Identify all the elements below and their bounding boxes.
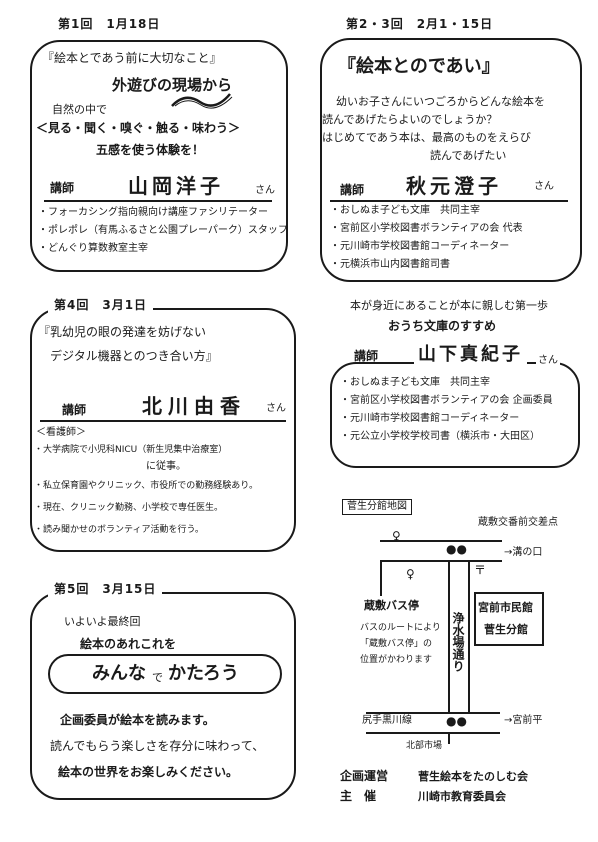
post-office-icon: 〒 [474, 563, 487, 577]
session-4-title-2: デジタル機器とのつき合い方』 [50, 349, 218, 363]
session-1-header: 第1回 1月18日 [52, 15, 167, 32]
session-5-callout-pill [48, 654, 282, 694]
session-5-big-1: みんな [92, 663, 146, 684]
session-4-lecturer-underline [40, 420, 286, 422]
session-23-title: 『絵本とのであい』 [338, 56, 500, 77]
map-title: 菅生分館地図 [342, 499, 412, 515]
session-1-line3: 五感を使う体験を！ [96, 143, 205, 157]
session-5-p3: 絵本の世界をお楽しみください。 [58, 765, 239, 779]
home-library-title: おうち文庫のすすめ [388, 319, 497, 333]
session-5-p1: 企画委員が絵本を読みます。 [60, 713, 215, 727]
session-23b-bio-1: ・おしぬま子ども文庫 共同主宰 [340, 377, 490, 388]
session-23b-bio-3: ・元川崎市学校図書館コーディネーター [340, 413, 520, 424]
map-road-upper [380, 540, 502, 542]
map-bus-note-1: バスのルートにより [360, 623, 441, 633]
session-23b-bio-4: ・元公立小学校学校司書（横浜市・大田区） [340, 431, 540, 442]
session-23-header: 第2・3回 2月1・15日 [340, 15, 500, 32]
map-bus-note-3: 位置がかわります [360, 655, 433, 665]
footer-org-label: 企画運営 [340, 769, 389, 783]
session-4-box [30, 308, 296, 552]
session-23-p3: はじめてであう本は、最高のものをえらび [322, 131, 531, 144]
session-5-box [30, 592, 296, 800]
map-avenue-left [448, 560, 450, 712]
session-1-lecturer-name: 山岡洋子 [128, 174, 224, 198]
map-miyamaedaira: →宮前平 [504, 715, 543, 726]
pin-icon-2: ♀ [406, 567, 415, 581]
pin-icon: ♀ [392, 529, 401, 543]
session-4-bio-3: ・現在、クリニック勤務、小学校で専任医生。 [34, 503, 224, 513]
session-1-lecturer-underline [44, 200, 272, 202]
session-5-line2: 絵本のあれこれを [80, 637, 177, 651]
footer-org: 菅生絵本をたのしむ会 [418, 770, 528, 783]
session-23-bio-4: ・元横浜市山内図書館司書 [330, 259, 450, 270]
session-23b-lecturer-label: 講師 [350, 350, 383, 362]
map-mizonokuchi: →溝の口 [504, 547, 543, 558]
map-lower-spur [448, 732, 450, 744]
session-5-line1: いよいよ最終回 [64, 615, 141, 628]
map-avenue-right [468, 560, 470, 712]
footer-host-label: 主催 [340, 789, 389, 803]
session-23b-bio-2: ・宮前区小学校図書ボランティアの会 企画委員 [340, 395, 553, 406]
session-23-lecturer-name: 秋元澄子 [406, 174, 502, 198]
session-4-lecturer-name: 北川由香 [142, 394, 246, 418]
session-4-lecturer-label: 講師 [62, 403, 87, 417]
map-road-lower-2 [366, 732, 500, 734]
session-4-title-1: 『乳幼児の眼の発達を妨げない [38, 325, 207, 339]
session-23-bio-2: ・宮前区小学校図書ボランティアの会 代表 [330, 223, 523, 234]
session-1-bio-3: ・どんぐり算数教室主宰 [38, 243, 148, 254]
map-road-upper-2 [380, 560, 502, 562]
session-5-p2: 読んでもらう楽しさを存分に味わって、 [50, 739, 265, 753]
map-kura-intersection: 蔵敷交番前交差点 [478, 517, 558, 528]
session-1-san: さん [255, 185, 275, 196]
session-5-big-3: かたろう [168, 663, 239, 684]
session-1-bio-1: ・フォーカシング指向親向け講座ファシリテーター [38, 207, 268, 218]
signal-icon-2: ●● [446, 714, 467, 728]
session-23-san: さん [534, 181, 554, 192]
snake-doodle-icon [171, 93, 233, 109]
session-1-box [30, 40, 288, 272]
map-building-line1: 宮前市民館 [478, 601, 533, 614]
map-north-market: 北部市場 [406, 741, 443, 751]
session-1-subtitle: 外遊びの現場から [112, 76, 233, 94]
session-5-big-2: で [152, 671, 163, 684]
session-4-bio-1b: に従事。 [146, 461, 186, 472]
map-library-building [474, 592, 544, 646]
map-bus-note-2: 「蔵敷バス停」の [360, 639, 433, 649]
home-library-tagline: 本が身近にあることが本に親しむ第一歩 [350, 299, 548, 312]
map-side-road [380, 560, 382, 596]
session-1-lecturer-label: 講師 [50, 181, 75, 195]
session-23-p1: 幼いお子さんにいつごろからどんな絵本を [336, 95, 545, 108]
session-4-bio-1: ・大学病院で小児科NICU（新生児集中治療室） [34, 445, 228, 455]
signal-icon: ●● [446, 542, 467, 556]
session-5-header: 第5回 3月15日 [48, 580, 163, 597]
session-23-box [320, 38, 582, 282]
session-1-line2: ＜見る・聞く・嗅ぐ・触る・味わう＞ [36, 121, 241, 135]
session-23-lecturer-label: 講師 [340, 183, 365, 197]
session-23b-lecturer-name: 山下真紀子 [414, 346, 527, 364]
map-sen-label: 尻手黒川線 [362, 715, 412, 726]
session-4-san: さん [266, 403, 286, 414]
session-23-lecturer-underline [330, 200, 568, 202]
footer-host: 川崎市教育委員会 [418, 790, 506, 803]
map-building-line2: 菅生分館 [484, 623, 528, 636]
session-23-p2: 読んであげたらよいのでしょうか？ [322, 113, 498, 126]
session-23-bio-3: ・元川崎市学校図書館コーディネーター [330, 241, 510, 252]
session-23b-san: さん [536, 355, 560, 366]
session-4-tag: ＜看護師＞ [36, 427, 86, 438]
session-23-bio-1: ・おしぬま子ども文庫 共同主宰 [330, 205, 480, 216]
map-road-lower [366, 712, 500, 714]
map-bus-stop: 蔵敷バス停 [364, 599, 419, 612]
session-23-p4: 読んであげたい [430, 149, 507, 162]
session-1-line1: 自然の中で [52, 103, 107, 116]
session-4-bio-2: ・私立保育園やクリニック、市役所での勤務経験あり。 [34, 481, 259, 491]
session-4-bio-4: ・読み聞かせのボランティア活動を行う。 [34, 525, 204, 535]
session-1-bio-2: ・ポレポレ（有馬ふるさと公園プレーパーク）スタッフ [38, 225, 288, 236]
session-4-header: 第4回 3月1日 [48, 296, 154, 313]
map-road-label: 浄水場通り [451, 612, 465, 672]
session-1-title: 『絵本とであう前に大切なこと』 [42, 51, 222, 65]
